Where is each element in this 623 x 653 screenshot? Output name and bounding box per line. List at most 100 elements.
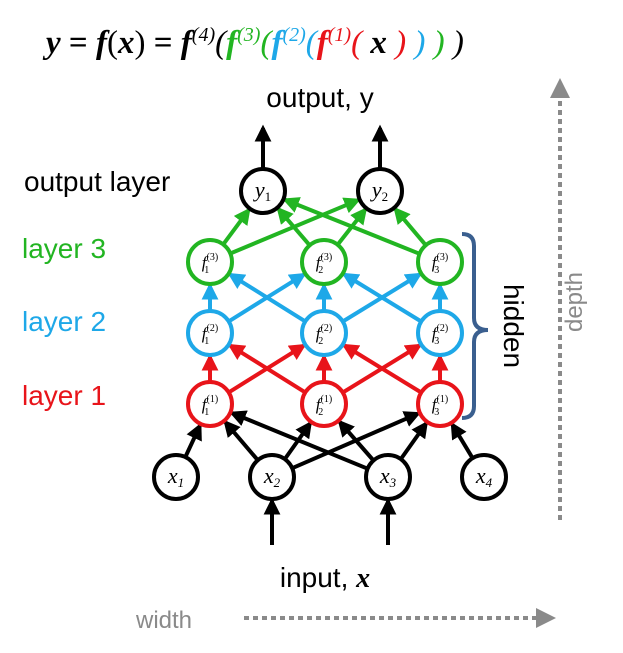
edge-layer2-2-1 [227, 272, 307, 324]
input-label: input, x [280, 562, 370, 594]
formula-close4: ) [445, 25, 464, 61]
formula-eq2: = [145, 25, 180, 61]
node-label: y1 [253, 177, 271, 204]
layer3-label: layer 3 [22, 233, 106, 264]
nodes-group: y1 y2 f(3)1 f(3)2 f(3)3 f(2)1 f(2)2 f(2)3 f(1)1 f… [152, 167, 508, 501]
node-label: f(2)3 [432, 323, 448, 347]
node-circle [186, 380, 234, 428]
node-circle [460, 453, 508, 501]
node-circle [300, 380, 348, 428]
node-label: x1 [167, 463, 184, 490]
formula-lhs: y [42, 25, 61, 61]
width-label: width [135, 607, 192, 634]
formula-fx-x: x [117, 25, 135, 61]
formula-f4: f [181, 25, 195, 61]
edge-layer3-1-1 [221, 207, 251, 246]
formula-sup2: (2) [282, 24, 306, 46]
formula-sup1: (1) [328, 24, 352, 46]
node-circle [416, 238, 464, 286]
formula-fx-open: ( [107, 25, 118, 61]
edge-input-2-1 [223, 419, 260, 462]
node-circle [152, 453, 200, 501]
input-label-x: x [355, 563, 370, 594]
node-circle [416, 380, 464, 428]
node-label: f(2)1 [202, 323, 218, 347]
formula-fx-close: ) [134, 25, 145, 61]
formula-f1: f [317, 25, 331, 61]
formula-eq1: = [61, 25, 96, 61]
layer2-label: layer 2 [22, 306, 106, 337]
edge-layer3-3-2 [393, 206, 428, 247]
edge-input-3-2 [337, 419, 376, 462]
node-layer2-3: f(2)3 [416, 309, 464, 357]
node-label: f(3)2 [316, 252, 332, 276]
node-output-1: y1 [239, 167, 287, 215]
node-input-3: x3 [364, 453, 412, 501]
node-circle [248, 453, 296, 501]
node-input-2: x2 [248, 453, 296, 501]
node-label: f(3)1 [202, 252, 218, 276]
node-label: f(2)2 [316, 323, 332, 347]
node-label: f(1)1 [202, 394, 218, 418]
node-layer2-1: f(2)1 [186, 309, 234, 357]
output-label: output, y [266, 82, 373, 113]
formula-sup4: (4) [192, 24, 216, 46]
node-circle [364, 453, 412, 501]
node-layer2-2: f(2)2 [300, 309, 348, 357]
formula-close1: ) [393, 25, 406, 61]
edge-layer3-2-1 [276, 206, 312, 247]
node-label: x3 [379, 463, 397, 490]
formula-close3: ) [425, 25, 444, 61]
node-output-2: y2 [356, 167, 404, 215]
formula-open1: ( [351, 25, 364, 61]
output-layer-label: output layer [24, 166, 170, 197]
edge-input-1-1 [183, 422, 202, 458]
formula-f2: f [271, 25, 285, 61]
node-label: f(1)3 [432, 394, 448, 418]
formula-f3: f [226, 25, 240, 61]
node-circle [300, 238, 348, 286]
formula: y = f(x) = f(4)(f(3)(f(2)(f(1)( x ) ) ) … [42, 24, 464, 61]
formula-sup3: (3) [237, 24, 261, 46]
node-label: x4 [475, 463, 493, 490]
input-label-text: input, [280, 562, 356, 593]
node-circle [356, 167, 404, 215]
formula-open3: ( [260, 25, 273, 61]
node-layer1-1: f(1)1 [186, 380, 234, 428]
layer1-label: layer 1 [22, 380, 106, 411]
edge-layer1-2-1 [227, 343, 307, 395]
formula-open4: ( [215, 25, 228, 61]
node-label: x2 [263, 463, 281, 490]
node-input-1: x1 [152, 453, 200, 501]
node-layer3-2: f(3)2 [300, 238, 348, 286]
edge-layer2-3-2 [341, 272, 423, 324]
node-layer3-1: f(3)1 [186, 238, 234, 286]
node-layer3-3: f(3)3 [416, 238, 464, 286]
formula-x: x [362, 25, 395, 61]
node-circle [239, 167, 287, 215]
node-layer1-3: f(1)3 [416, 380, 464, 428]
node-circle [186, 309, 234, 357]
node-circle [416, 309, 464, 357]
node-label: f(1)2 [316, 394, 332, 418]
edge-input-4-3 [450, 421, 475, 460]
node-input-4: x4 [460, 453, 508, 501]
formula-close2: ) [406, 25, 425, 61]
hidden-brace [461, 232, 489, 420]
node-label: f(3)3 [432, 252, 448, 276]
edge-layer3-3-1 [282, 197, 421, 256]
formula-open2: ( [306, 25, 319, 61]
node-layer1-2: f(1)2 [300, 380, 348, 428]
edge-layer1-3-2 [341, 343, 423, 395]
node-circle [186, 238, 234, 286]
node-label: y2 [370, 177, 388, 204]
formula-fx-f: f [96, 25, 110, 61]
edge-input-3-1 [229, 410, 369, 471]
hidden-label: hidden [498, 284, 529, 368]
edges-group [183, 124, 475, 545]
node-circle [300, 309, 348, 357]
depth-label: depth [561, 272, 588, 332]
edge-input-3-3 [399, 420, 429, 461]
